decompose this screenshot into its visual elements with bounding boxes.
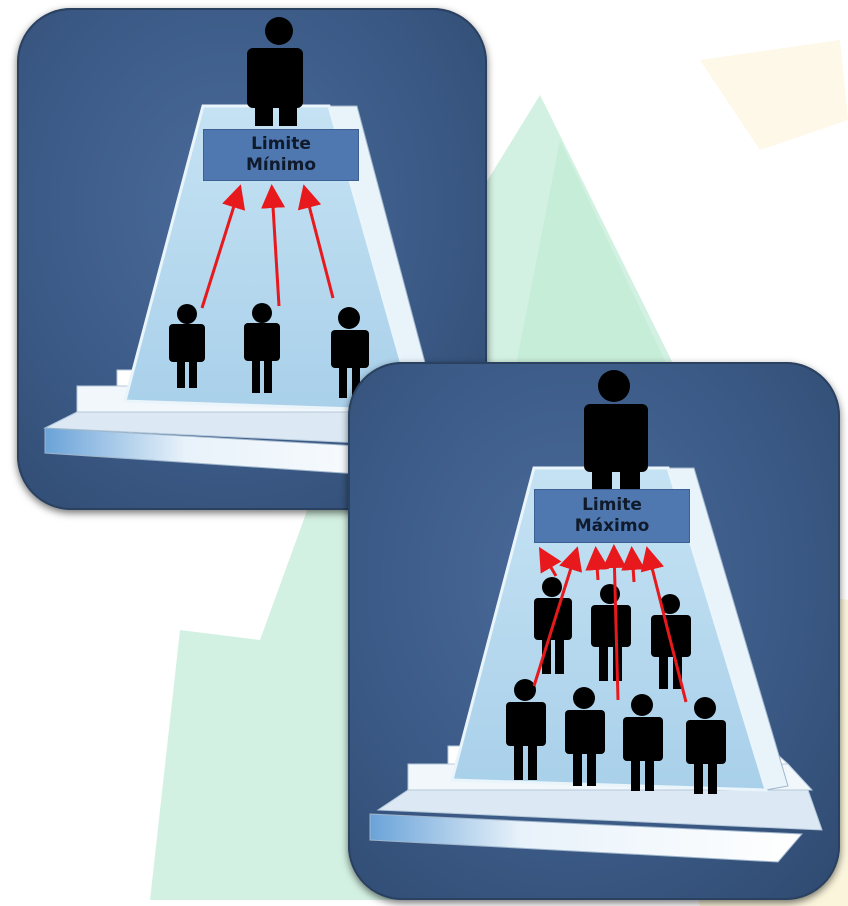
- maximum-limit-panel: Limite Máximo: [348, 362, 840, 900]
- person-icon: [623, 694, 663, 791]
- limit-label-box: Limite Máximo: [534, 489, 690, 543]
- person-icon: [686, 697, 726, 794]
- arrow-icon: [538, 546, 562, 577]
- arrow-icon: [640, 546, 688, 703]
- person-icon: [506, 679, 546, 780]
- arrow-icon: [532, 546, 583, 687]
- pyramid-max-illustration: [369, 370, 823, 863]
- person-icon: [331, 307, 369, 398]
- arrow-icon: [261, 184, 286, 307]
- arrow-icon: [297, 184, 335, 299]
- person-icon: [169, 304, 205, 388]
- limit-label-line1: Limite: [582, 495, 642, 515]
- arrow-icon: [585, 546, 610, 581]
- leader-person-icon: [247, 17, 303, 126]
- limit-label-line2: Mínimo: [245, 155, 317, 175]
- leader-person-icon: [584, 370, 648, 490]
- limit-label-line2: Máximo: [574, 516, 650, 536]
- arrow-icon: [621, 546, 646, 583]
- person-icon: [534, 577, 572, 674]
- arrow-icon: [602, 544, 627, 701]
- person-icon: [244, 303, 280, 393]
- limit-label-line1: Limite: [251, 134, 311, 154]
- arrow-icon: [200, 184, 246, 309]
- limit-label-box: Limite Mínimo: [203, 129, 359, 181]
- person-icon: [565, 687, 605, 786]
